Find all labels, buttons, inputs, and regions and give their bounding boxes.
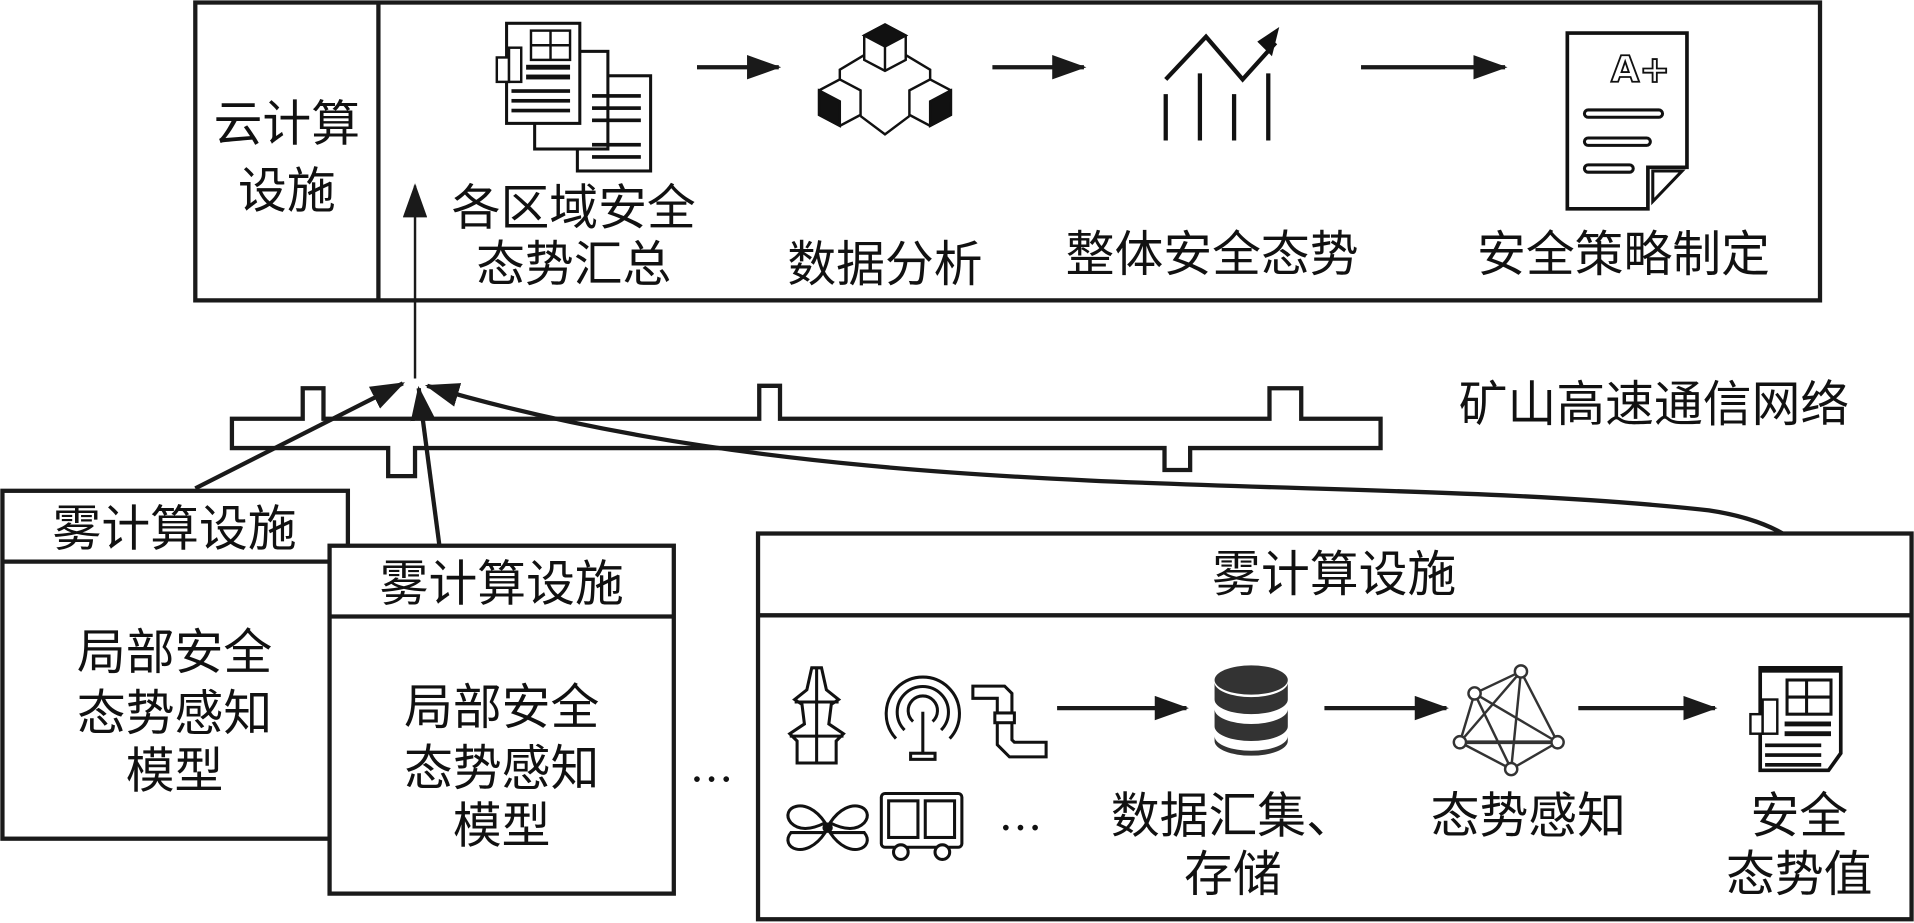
fog-ellipsis: … <box>690 741 734 792</box>
fog-box-1-line3: 模型 <box>126 742 224 799</box>
devices-ellipsis: … <box>999 790 1043 841</box>
power-tower-icon <box>787 666 846 765</box>
cubes-network-icon <box>817 23 953 136</box>
fan-icon <box>786 804 869 851</box>
fog-box-large: 雾计算设施 <box>755 531 1914 922</box>
step-analysis-label: 数据分析 <box>787 236 982 293</box>
fog-box-2-title: 雾计算设施 <box>380 556 624 613</box>
fog-box-2: 雾计算设施 局部安全 态势感知 模型 <box>327 543 676 896</box>
step-summary-line1: 各区域安全 <box>452 180 696 237</box>
step-value-line2: 态势值 <box>1726 846 1872 903</box>
mesh-network-icon <box>1452 664 1565 777</box>
mine-network-bar: 矿山高速通信网络 <box>229 376 1850 479</box>
network-label: 矿山高速通信网络 <box>1459 376 1850 433</box>
cloud-label-line1: 云计算 <box>214 95 360 152</box>
graded-document-icon: A+ <box>1565 31 1689 211</box>
cloud-box-frame <box>193 0 1823 303</box>
fog-box-1-line1: 局部安全 <box>77 624 272 681</box>
mine-cart-icon <box>879 791 964 861</box>
trend-chart-icon <box>1163 26 1280 141</box>
step-policy-label: 安全策略制定 <box>1477 226 1770 283</box>
database-icon <box>1214 665 1288 756</box>
arrow-fog2-to-network <box>410 385 442 547</box>
step-summary-line2: 态势汇总 <box>476 236 671 293</box>
fog-box-2-line3: 模型 <box>453 797 551 854</box>
step-collect-line2: 存储 <box>1184 846 1282 903</box>
step-sense-label: 态势感知 <box>1431 788 1626 845</box>
fog-box-1-line2: 态势感知 <box>77 685 272 742</box>
step-overall-label: 整体安全态势 <box>1066 226 1359 283</box>
fog-box-1-title: 雾计算设施 <box>53 501 297 558</box>
report-documents-icon <box>495 21 653 173</box>
step-collect-line1: 数据汇集、 <box>1111 788 1355 845</box>
cloud-label-line2: 设施 <box>238 163 336 220</box>
fog-large-title: 雾计算设施 <box>1212 546 1456 603</box>
step-value-line1: 安全 <box>1750 788 1848 845</box>
arrow-fog1-to-network <box>194 381 405 491</box>
security-report-icon <box>1749 665 1843 773</box>
grade-badge: A+ <box>1611 48 1670 91</box>
cloud-computing-box: 云计算 设施 各区域安全 态势汇总 <box>193 0 1823 303</box>
pipe-icon <box>971 684 1048 759</box>
fog-box-1: 雾计算设施 局部安全 态势感知 模型 <box>0 488 351 841</box>
fog-box-2-line1: 局部安全 <box>404 679 599 736</box>
antenna-signal-icon <box>884 675 961 761</box>
fog-box-2-line2: 态势感知 <box>404 740 599 797</box>
